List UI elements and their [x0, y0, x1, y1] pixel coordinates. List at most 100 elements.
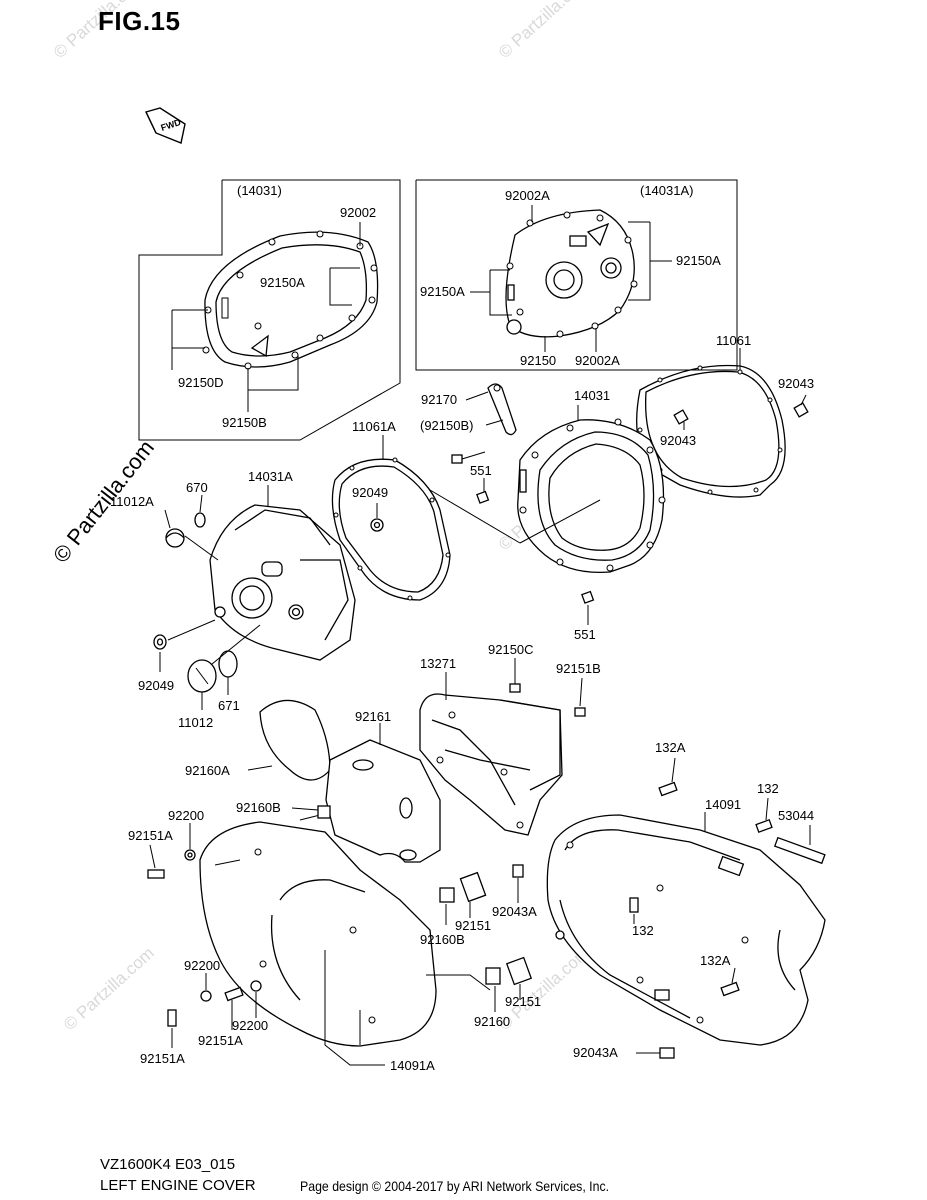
housing-14031A	[209, 504, 356, 661]
plug-11012A	[165, 528, 185, 548]
label-92150A: 92150A	[676, 253, 721, 268]
label-132: 132	[757, 781, 779, 796]
bolt-92151A	[224, 986, 244, 1002]
grommet-92200	[184, 849, 196, 861]
cover-14031	[517, 405, 666, 574]
label-92049: 92049	[352, 485, 388, 500]
label-92043: 92043	[660, 433, 696, 448]
bolt-holes	[506, 211, 638, 338]
label-92043: 92043	[778, 376, 814, 391]
label-132A: 132A	[655, 740, 686, 755]
bolt-92151B	[574, 707, 586, 717]
spacer-92151	[505, 956, 533, 986]
label-92150D: 92150D	[178, 375, 224, 390]
label-92043A: 92043A	[573, 1045, 618, 1060]
label-92002A: 92002A	[505, 188, 550, 203]
label-92150A: 92150A	[420, 284, 465, 299]
pad-92160A	[259, 699, 331, 781]
label-92200: 92200	[232, 1018, 268, 1033]
part-labels: 11061 92043 92170 14031 (92150B) 11061A …	[110, 333, 814, 1073]
label-132: 132	[632, 923, 654, 938]
label-11012A: 11012A	[110, 494, 154, 509]
label-92002A: 92002A	[575, 353, 620, 368]
label-14091: 14091	[705, 797, 741, 812]
washer-92049	[370, 518, 384, 532]
label-670: 670	[186, 480, 208, 495]
label-671: 671	[218, 698, 240, 713]
rubber-53044	[773, 836, 826, 865]
collar-92160	[485, 967, 501, 985]
label-92151: 92151	[505, 994, 541, 1009]
label-53044: 53044	[778, 808, 814, 823]
label-11061: 11061	[716, 333, 751, 348]
label-132A: 132A	[700, 953, 731, 968]
spacer-92151	[459, 871, 487, 903]
label-92150: 92150	[520, 353, 556, 368]
label-14091A: 14091A	[390, 1058, 435, 1073]
bolt-92151A	[147, 869, 165, 879]
grommet-92200	[200, 990, 212, 1002]
plate-13271	[419, 693, 563, 836]
collar-92043A	[659, 1047, 675, 1059]
label-b1-title: (14031)	[237, 183, 282, 198]
bolt-92150B	[451, 451, 486, 464]
bolt-132	[629, 897, 639, 913]
bolt-132A	[658, 781, 678, 797]
cover-14091	[546, 814, 826, 1046]
plug-11012	[187, 659, 217, 693]
label-b2-title: (14031A)	[640, 183, 693, 198]
label-92151A: 92151A	[198, 1033, 243, 1048]
label-551: 551	[470, 463, 492, 478]
washer-92049-lower	[153, 634, 167, 650]
label-92160: 92160	[474, 1014, 510, 1029]
label-92150A: 92150A	[260, 275, 305, 290]
bolt-132	[755, 819, 773, 833]
gasket-11061A	[331, 435, 451, 601]
grommet-92200	[250, 980, 262, 992]
label-92160B: 92160B	[420, 932, 465, 947]
label-92049: 92049	[138, 678, 174, 693]
label-92161: 92161	[355, 709, 391, 724]
label-11061A: 11061A	[352, 419, 396, 434]
label-92200: 92200	[184, 958, 220, 973]
copyright-notice: Page design © 2004-2017 by ARI Network S…	[300, 1178, 610, 1194]
model-code: VZ1600K4 E03_015	[100, 1156, 236, 1173]
collar-92160B	[317, 805, 331, 819]
dowel-551	[476, 490, 490, 504]
inset-box-14031A: (14031A) 92002A 92150A 92150A 92150 9200…	[415, 179, 738, 371]
label-92151: 92151	[455, 918, 491, 933]
insulator-92161	[325, 739, 441, 863]
label-92043A: 92043A	[492, 904, 537, 919]
o-ring-671	[218, 650, 238, 678]
label-92150C: 92150C	[488, 642, 534, 657]
label-92150B: 92150B	[222, 415, 267, 430]
label-92150B: (92150B)	[420, 418, 473, 433]
label-92002: 92002	[340, 205, 376, 220]
dowel-551-lower	[581, 590, 595, 604]
bolt-92150C	[509, 683, 521, 693]
collar-92160B	[439, 887, 455, 903]
label-14031A: 14031A	[248, 469, 293, 484]
o-ring-670	[194, 512, 206, 528]
fwd-arrow-icon: FWD	[145, 107, 186, 144]
label-13271: 13271	[420, 656, 456, 671]
figure-title: FIG.15	[98, 6, 181, 36]
dowel-92043	[673, 402, 809, 425]
bolt-132A	[720, 981, 740, 997]
inset-box-14031: (14031) 92002 92150A 92150D 92150B	[138, 179, 401, 441]
label-92200: 92200	[168, 808, 204, 823]
label-92160A: 92160A	[185, 763, 230, 778]
bolt-holes	[202, 230, 378, 370]
section-name: LEFT ENGINE COVER	[100, 1177, 256, 1194]
bolt-92151A	[167, 1009, 177, 1027]
label-92151A: 92151A	[128, 828, 173, 843]
collar-92043A	[512, 864, 524, 878]
clamp-92170	[487, 383, 517, 436]
label-92151A: 92151A	[140, 1051, 185, 1066]
label-14031: 14031	[574, 388, 610, 403]
label-92160B: 92160B	[236, 800, 281, 815]
label-11012: 11012	[178, 715, 213, 730]
label-92170: 92170	[421, 392, 457, 407]
label-551: 551	[574, 627, 596, 642]
